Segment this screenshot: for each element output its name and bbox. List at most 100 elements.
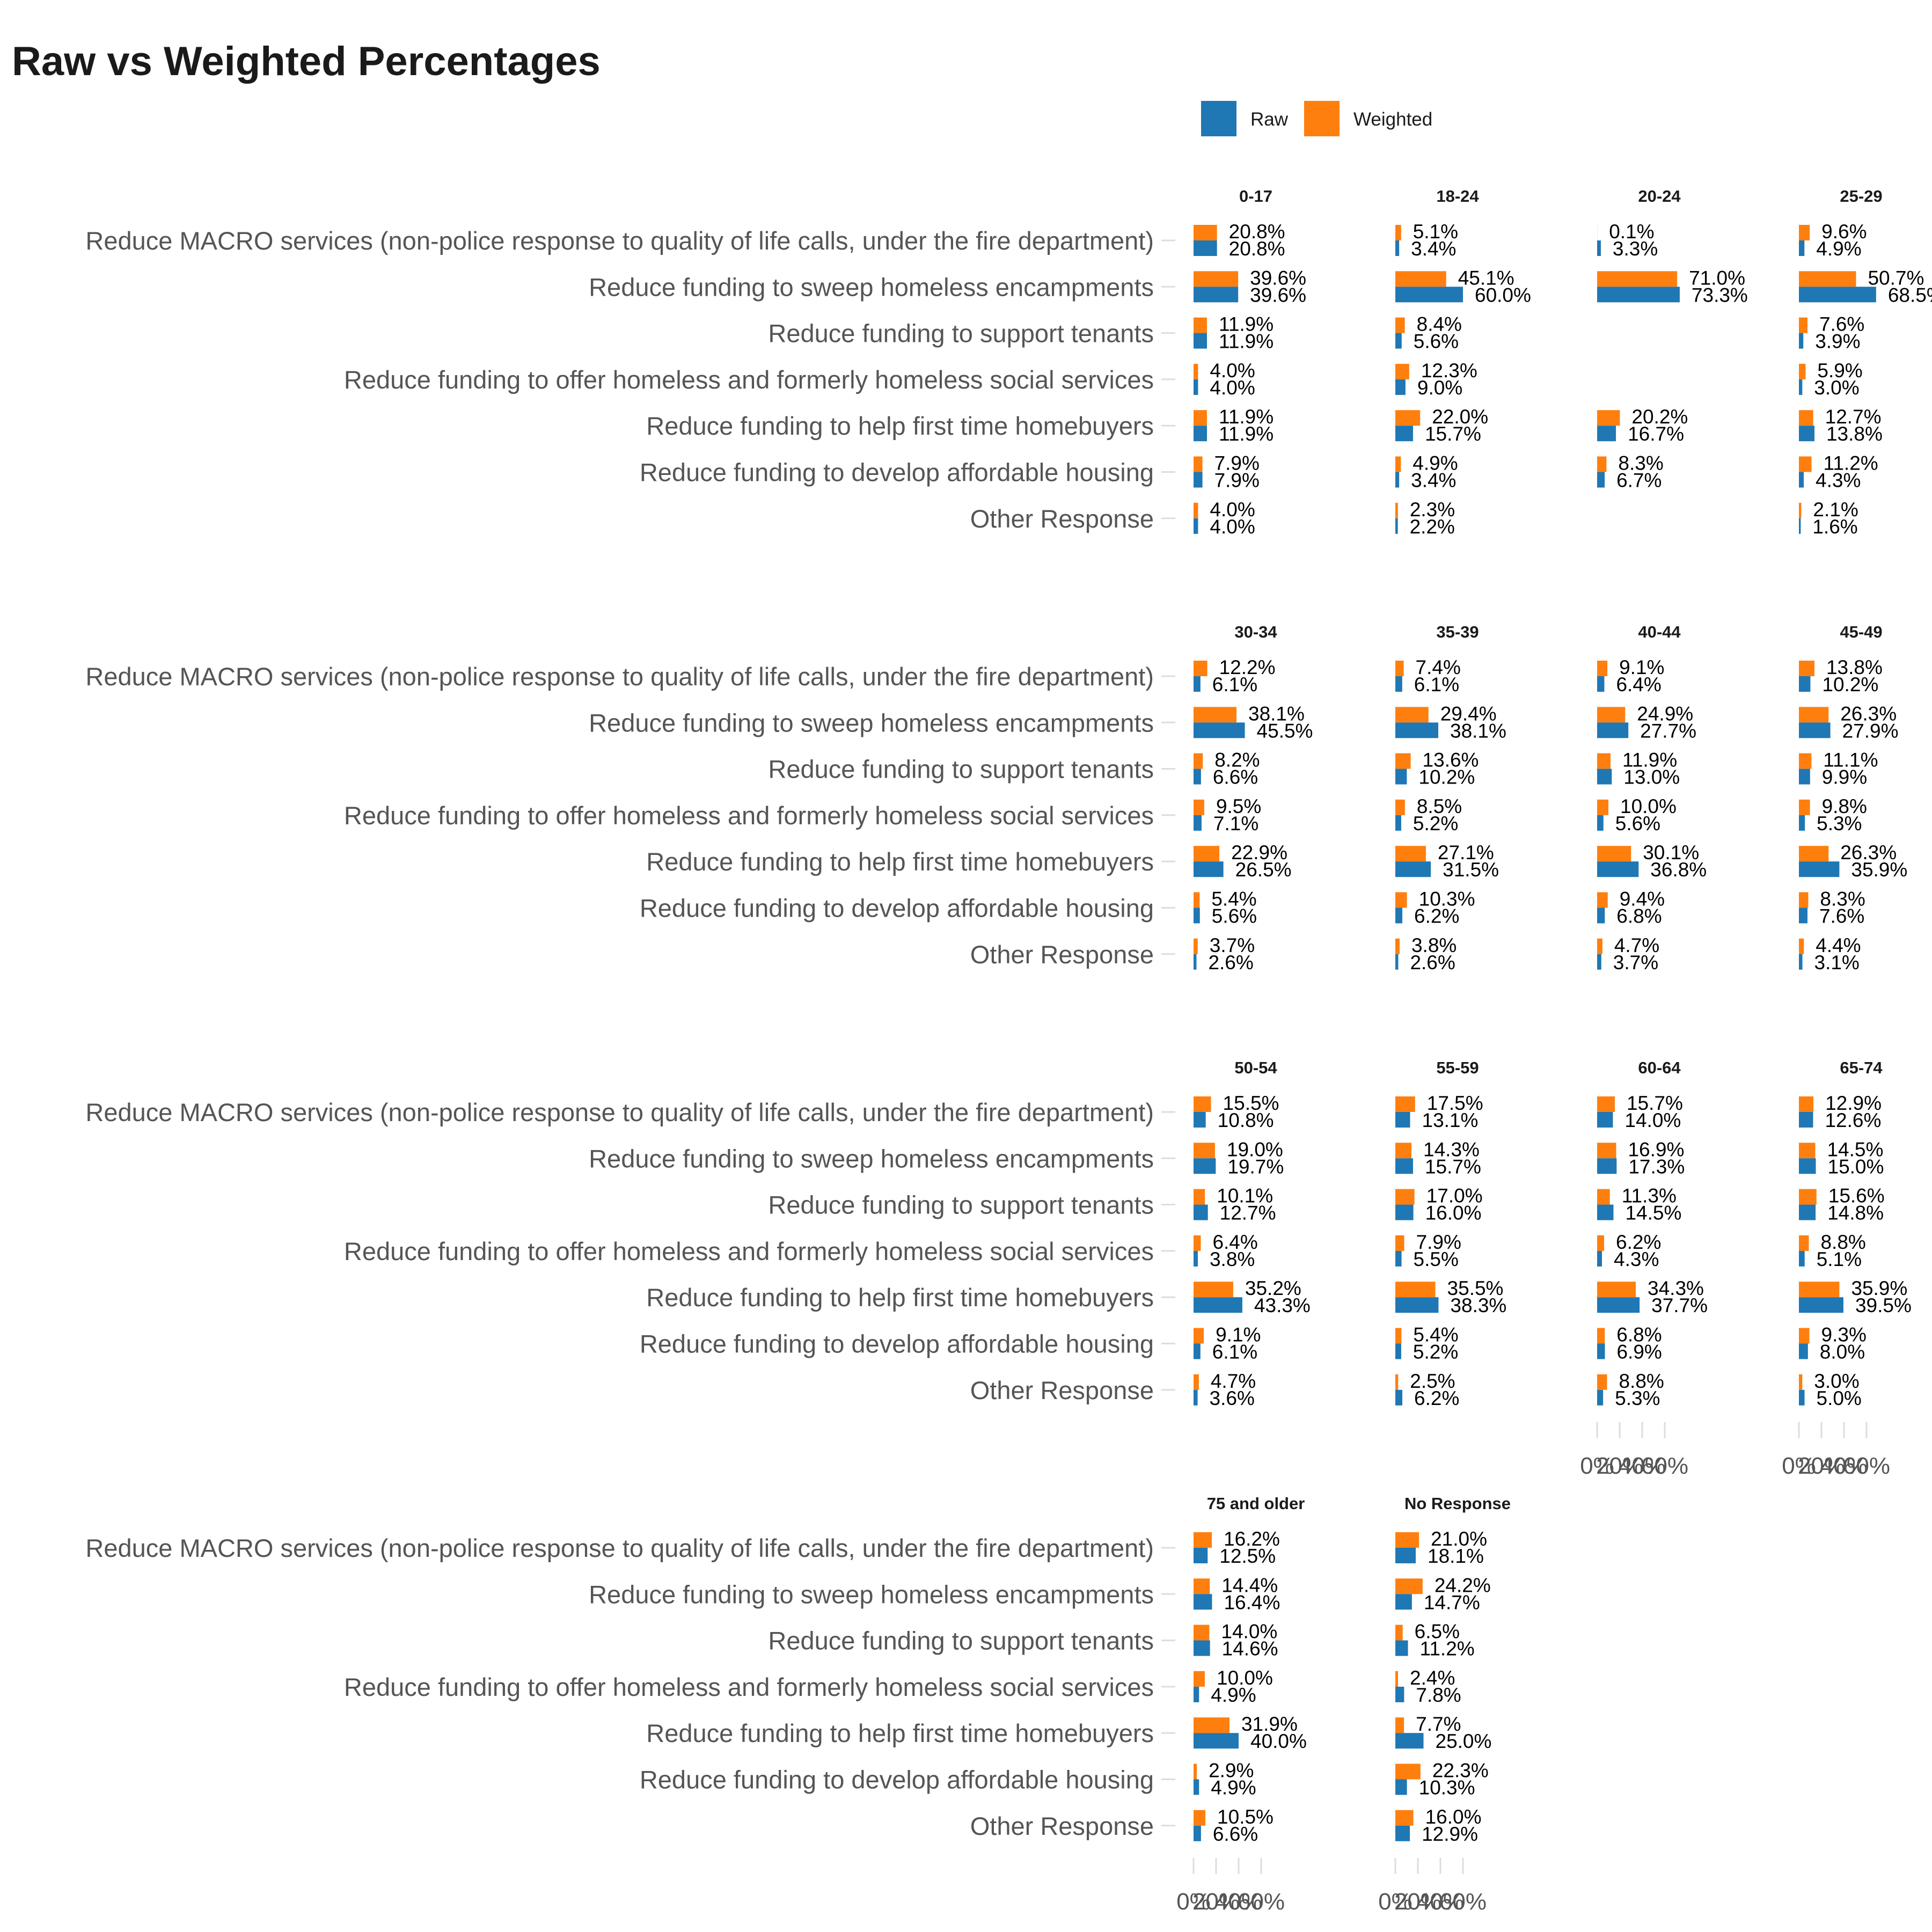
value-label-weighted-0-17-4: 11.9% [1219, 406, 1274, 428]
value-label-raw-35-39-4: 31.5% [1443, 859, 1499, 881]
bar-weighted-65-74-1 [1799, 1143, 1816, 1159]
bar-raw-55-59-2 [1395, 1204, 1414, 1220]
value-label-raw-50-54-5: 6.1% [1212, 1341, 1257, 1363]
bar-weighted-65-74-6 [1799, 1374, 1803, 1390]
value-label-raw-55-59-4: 38.3% [1450, 1294, 1506, 1316]
value-label-raw-30-34-6: 2.6% [1208, 952, 1253, 974]
bar-weighted-0-17-6 [1194, 502, 1198, 518]
value-label-raw-40-44-4: 36.8% [1650, 859, 1707, 881]
bar-weighted-0-17-0 [1194, 225, 1217, 240]
bar-weighted-no-response-3 [1395, 1671, 1399, 1687]
bar-weighted-18-24-5 [1395, 456, 1401, 472]
value-label-weighted-no-response-3: 2.4% [1410, 1667, 1455, 1689]
bar-raw-45-49-3 [1799, 815, 1805, 831]
value-label-weighted-50-54-3: 6.4% [1212, 1231, 1257, 1253]
category-label-row4-other-response: Other Response [970, 1812, 1154, 1840]
value-label-raw-65-74-0: 12.6% [1825, 1109, 1881, 1131]
bar-raw-50-54-4 [1194, 1297, 1242, 1313]
category-label-row1-reduce-funding-to-support-tenants: Reduce funding to support tenants [768, 319, 1154, 348]
value-label-raw-60-64-2: 14.5% [1625, 1202, 1681, 1224]
value-label-raw-40-44-5: 6.8% [1616, 905, 1662, 927]
bar-raw-50-54-5 [1194, 1343, 1201, 1359]
x-tick-label-75-and-older-60: 60% [1238, 1889, 1285, 1915]
bar-weighted-60-64-2 [1597, 1189, 1610, 1205]
value-label-weighted-50-54-0: 15.5% [1223, 1092, 1279, 1114]
bar-weighted-25-29-4 [1799, 410, 1813, 426]
value-label-weighted-65-74-4: 35.9% [1851, 1277, 1907, 1299]
value-label-weighted-75-and-older-6: 10.5% [1217, 1806, 1274, 1828]
bar-weighted-30-34-0 [1194, 661, 1208, 676]
value-label-raw-20-24-1: 73.3% [1692, 284, 1748, 306]
value-label-weighted-30-34-0: 12.2% [1219, 656, 1276, 678]
value-label-weighted-30-34-6: 3.7% [1210, 934, 1255, 956]
value-label-weighted-35-39-2: 13.6% [1423, 749, 1479, 771]
bar-raw-20-24-5 [1597, 472, 1605, 488]
bar-weighted-30-34-4 [1194, 846, 1220, 862]
value-label-weighted-30-34-5: 5.4% [1211, 888, 1256, 910]
bar-weighted-25-29-1 [1799, 271, 1856, 287]
bar-raw-35-39-4 [1395, 861, 1431, 877]
bar-raw-35-39-2 [1395, 769, 1407, 785]
bar-raw-75-and-older-6 [1194, 1825, 1201, 1841]
x-tick-label-60-64-60: 60% [1641, 1453, 1688, 1479]
facet-strip-45-49: 45-49 [1840, 623, 1882, 641]
bar-raw-18-24-4 [1395, 426, 1413, 442]
bar-raw-55-59-0 [1395, 1112, 1410, 1128]
value-label-raw-55-59-6: 6.2% [1414, 1387, 1459, 1409]
value-label-weighted-no-response-4: 7.7% [1416, 1713, 1461, 1735]
category-label-row2-reduce-macro-services-non-police-respons: Reduce MACRO services (non-police respon… [85, 662, 1154, 691]
category-label-row2-reduce-funding-to-support-tenants: Reduce funding to support tenants [768, 755, 1154, 784]
value-label-raw-35-39-2: 10.2% [1418, 766, 1475, 788]
bar-raw-65-74-4 [1799, 1297, 1843, 1313]
value-label-weighted-45-49-1: 26.3% [1840, 702, 1897, 724]
value-label-weighted-0-17-5: 7.9% [1214, 452, 1260, 474]
category-label-row1-other-response: Other Response [970, 504, 1154, 533]
bar-weighted-75-and-older-6 [1194, 1810, 1206, 1826]
value-label-raw-30-34-5: 5.6% [1212, 905, 1257, 927]
value-label-weighted-55-59-4: 35.5% [1447, 1277, 1504, 1299]
value-label-raw-75-and-older-6: 6.6% [1213, 1823, 1258, 1845]
bar-raw-no-response-3 [1395, 1686, 1404, 1702]
value-label-weighted-55-59-2: 17.0% [1426, 1185, 1483, 1207]
bar-weighted-18-24-0 [1395, 225, 1401, 240]
bar-weighted-18-24-2 [1395, 317, 1405, 333]
bar-raw-60-64-3 [1597, 1250, 1602, 1267]
value-label-weighted-60-64-3: 6.2% [1616, 1231, 1661, 1253]
value-label-raw-0-17-3: 4.0% [1210, 377, 1255, 399]
category-label-row3-other-response: Other Response [970, 1376, 1154, 1404]
value-label-raw-25-29-2: 3.9% [1815, 331, 1860, 353]
value-label-weighted-45-49-0: 13.8% [1826, 656, 1883, 678]
bar-weighted-18-24-4 [1395, 410, 1421, 426]
value-label-raw-60-64-0: 14.0% [1624, 1109, 1681, 1131]
bar-weighted-35-39-3 [1395, 799, 1405, 815]
bar-raw-30-34-6 [1194, 954, 1197, 970]
value-label-raw-30-34-2: 6.6% [1213, 766, 1258, 788]
facet-45-49: 13.8%10.2%26.3%27.9%11.1%9.9%9.8%5.3%26.… [1799, 656, 1907, 974]
value-label-weighted-no-response-2: 6.5% [1415, 1621, 1460, 1643]
value-label-raw-35-39-1: 38.1% [1450, 720, 1506, 742]
bar-weighted-50-54-0 [1194, 1096, 1211, 1112]
value-label-raw-75-and-older-2: 14.6% [1222, 1638, 1278, 1660]
value-label-weighted-75-and-older-0: 16.2% [1224, 1528, 1280, 1550]
bar-weighted-40-44-6 [1597, 938, 1602, 954]
value-label-weighted-60-64-4: 34.3% [1648, 1277, 1704, 1299]
bar-weighted-50-54-3 [1194, 1235, 1201, 1251]
category-label-row2-reduce-funding-to-develop-affordable-hou: Reduce funding to develop affordable hou… [640, 894, 1154, 923]
facet-30-34: 12.2%6.1%38.1%45.5%8.2%6.6%9.5%7.1%22.9%… [1194, 656, 1313, 974]
facet-50-54: 15.5%10.8%19.0%19.7%10.1%12.7%6.4%3.8%35… [1194, 1092, 1311, 1409]
bar-raw-60-64-4 [1597, 1297, 1640, 1313]
facet-strip-65-74: 65-74 [1840, 1058, 1883, 1077]
value-label-weighted-65-74-5: 9.3% [1821, 1324, 1867, 1346]
bar-raw-0-17-2 [1194, 333, 1207, 349]
category-label-row2-reduce-funding-to-help-first-time-homebu: Reduce funding to help first time homebu… [646, 847, 1154, 876]
bar-raw-40-44-4 [1597, 861, 1639, 877]
bar-raw-45-49-6 [1799, 954, 1803, 970]
bar-raw-40-44-5 [1597, 908, 1605, 924]
value-label-raw-18-24-4: 15.7% [1425, 423, 1481, 445]
bar-weighted-18-24-1 [1395, 271, 1446, 287]
bar-weighted-50-54-5 [1194, 1328, 1204, 1344]
bar-raw-no-response-5 [1395, 1779, 1407, 1795]
value-label-raw-50-54-3: 3.8% [1210, 1248, 1255, 1270]
legend-swatch-weighted [1304, 101, 1340, 136]
